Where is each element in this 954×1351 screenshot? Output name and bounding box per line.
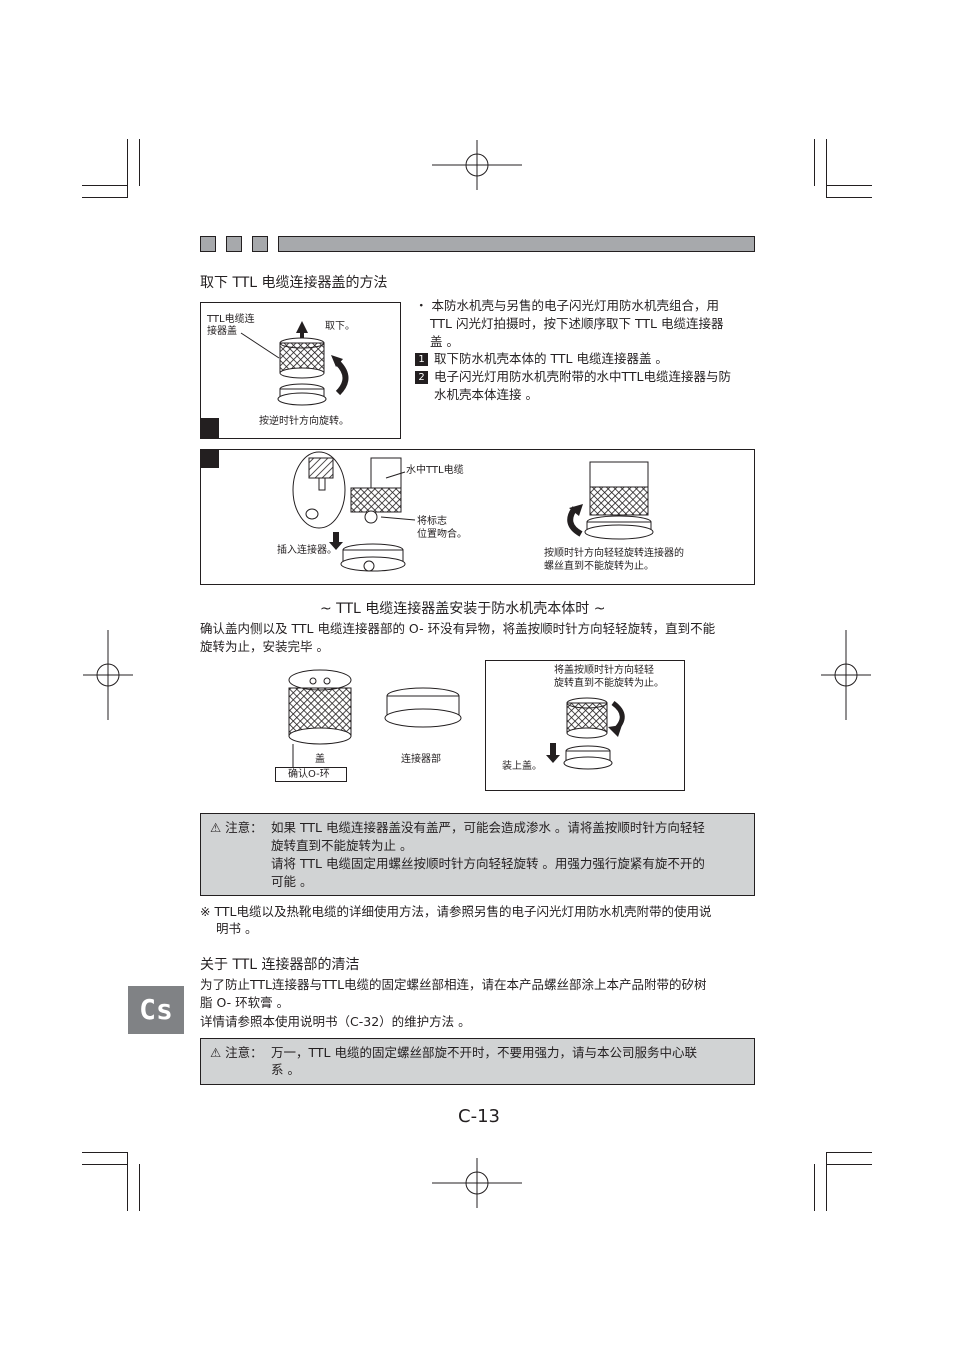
label-mark-1: 将标志: [417, 516, 447, 527]
registration-mark-left: [83, 630, 133, 720]
step-marker-1: [201, 418, 219, 438]
label-mark-2: 位置吻合。: [417, 529, 467, 540]
caution-box-1: ⚠ 注意： 如果 TTL 电缆连接器盖没有盖严，可能会造成渗水 。请将盖按顺时针…: [200, 813, 755, 896]
section1-title: 取下 TTL 电缆连接器盖的方法: [200, 275, 388, 291]
label-clockwise-1: 按顺时针方向轻轻旋转连接器的: [544, 548, 684, 559]
oring-check-box: 确认O-环: [275, 767, 347, 782]
label-remove: 取下。: [325, 321, 355, 332]
step1-number: 1: [415, 353, 428, 366]
section2-title: ~ TTL 电缆连接器盖安装于防水机壳本体时 ~: [320, 601, 606, 617]
step2-number: 2: [415, 371, 428, 384]
label-oring: 确认O-环: [288, 769, 330, 780]
caution1-label: ⚠ 注意：: [210, 820, 263, 835]
cap-and-connector-illustration: [288, 669, 462, 768]
label-cap-2: 接器盖: [207, 326, 237, 337]
figure-attach-cap: 将盖按顺时针方向轻轻 旋转直到不能旋转为止。 装上盖。: [485, 660, 685, 791]
registration-mark-right: [821, 630, 871, 720]
note-line1: ※ TTL电缆以及热靴电缆的详细使用方法，请参照另售的电子闪光灯用防水机壳附带的…: [200, 904, 712, 919]
label-connector: 连接器部: [401, 754, 441, 765]
step2-line2: 水机壳本体连接 。: [434, 387, 538, 402]
caution-box-2: ⚠ 注意： 万一，TTL 电缆的固定螺丝部旋不开时，不要用强力，请与本公司服务中…: [200, 1038, 755, 1085]
label-cap-1: TTL电缆连: [207, 314, 255, 325]
figure-connect-cable: 水中TTL电缆 将标志 位置吻合。 插入连接器。 按顺时针方向轻轻旋转连接器的 …: [200, 449, 755, 585]
step1-text: 取下防水机壳本体的 TTL 电缆连接器盖 。: [434, 351, 668, 366]
caution2-line1: 万一，TTL 电缆的固定螺丝部旋不开时，不要用强力，请与本公司服务中心联: [271, 1045, 697, 1060]
section3-line2: 脂 O- 环软膏 。: [200, 995, 290, 1010]
registration-mark-top: [432, 140, 522, 190]
connect-illustration: [292, 451, 654, 572]
attach-illustration: [546, 697, 625, 770]
page-number: C-13: [458, 1106, 500, 1127]
caution1-line1: 如果 TTL 电缆连接器盖没有盖严，可能会造成渗水 。请将盖按顺时针方向轻轻: [271, 820, 705, 835]
section3-line1: 为了防止TTL连接器与TTL电缆的固定螺丝部相连，请在本产品螺丝部涂上本产品附带…: [200, 977, 707, 992]
label-rotate-cw-1: 将盖按顺时针方向轻轻: [554, 665, 654, 676]
caution1-line4: 可能 。: [271, 874, 313, 889]
section3-line3: 详情请参照本使用说明书（C-32）的维护方法 。: [200, 1014, 471, 1029]
caution2-label: ⚠ 注意：: [210, 1045, 263, 1060]
intro-line1: ・ 本防水机壳与另售的电子闪光灯用防水机壳组合，用: [415, 298, 719, 313]
intro-line3: 盖 。: [430, 334, 459, 349]
label-rotate-ccw: 按逆时针方向旋转。: [259, 416, 349, 427]
section2-para-line2: 旋转为止，安装完毕 。: [200, 639, 329, 654]
label-rotate-cw-2: 旋转直到不能旋转为止。: [554, 678, 664, 689]
section2-para-line1: 确认盖内侧以及 TTL 电缆连接器部的 O- 环没有异物，将盖按顺时针方向轻轻旋…: [200, 621, 716, 636]
step-marker-2: [201, 450, 219, 468]
intro-line2: TTL 闪光灯拍摄时，按下述顺序取下 TTL 电缆连接器: [430, 316, 724, 331]
label-clockwise-2: 螺丝直到不能旋转为止。: [544, 561, 654, 572]
label-insert: 插入连接器。: [277, 545, 337, 556]
label-cap: 盖: [315, 754, 325, 765]
note-line2: 明书 。: [216, 921, 258, 936]
label-uw-cable: 水中TTL电缆: [406, 465, 464, 476]
step2-line1: 电子闪光灯用防水机壳附带的水中TTL电缆连接器与防: [434, 369, 732, 384]
cap-illustration: [240, 321, 349, 406]
caution1-line2: 旋转直到不能旋转为止 。: [271, 838, 413, 853]
label-attach: 装上盖。: [502, 761, 542, 772]
language-tab: Cs: [128, 986, 184, 1034]
caution1-line3: 请将 TTL 电缆固定用螺丝按顺时针方向轻轻旋转 。用强力强行旋紧有旋不开的: [271, 856, 705, 871]
figure-remove-cap: TTL电缆连 接器盖 取下。 按逆时针方向旋转。: [200, 302, 401, 439]
registration-mark-bottom: [432, 1158, 522, 1208]
caution2-line2: 系 。: [271, 1062, 300, 1077]
section3-title: 关于 TTL 连接器部的清洁: [200, 957, 360, 973]
